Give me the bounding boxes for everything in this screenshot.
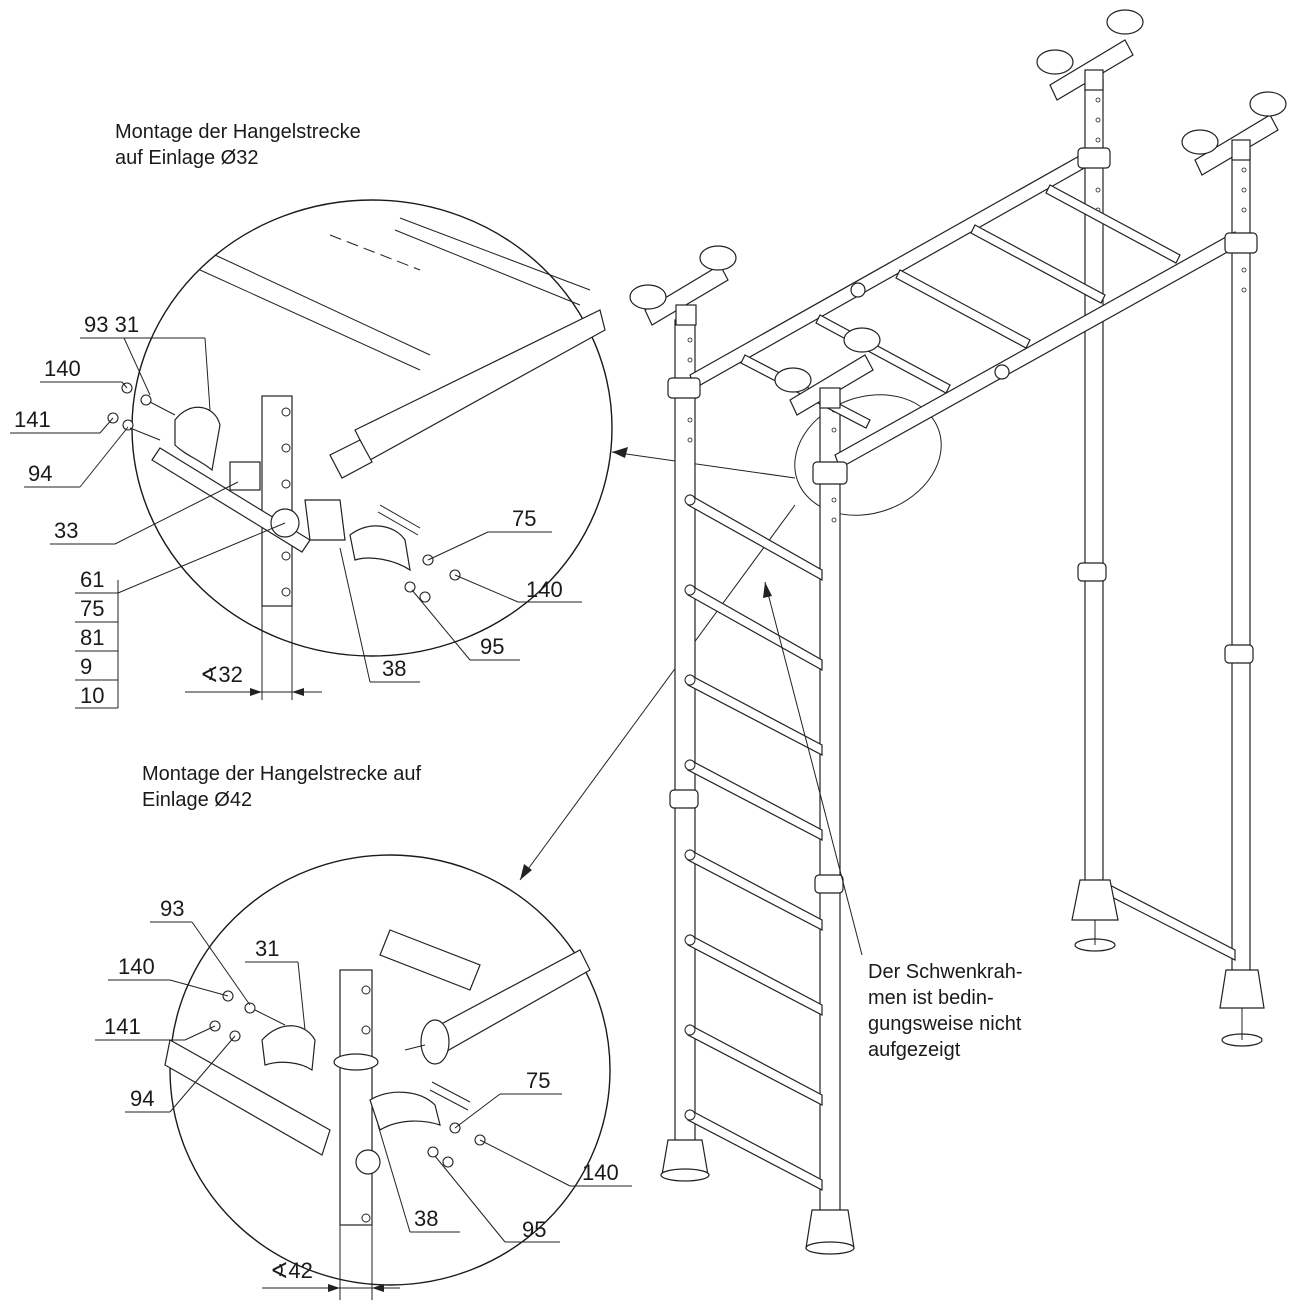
- wall-bars-frame: [629, 9, 1287, 1255]
- label-94-bottom: 94: [130, 1086, 154, 1111]
- note-line-4: aufgezeigt: [868, 1039, 961, 1061]
- label-140-top-right: 140: [526, 577, 563, 602]
- label-141-top: 141: [14, 407, 51, 432]
- label-140-top-left: 140: [44, 356, 81, 381]
- label-31-bottom: 31: [255, 936, 279, 961]
- label-95-top: 95: [480, 634, 504, 659]
- caption-bottom-line-1: Montage der Hangelstrecke auf: [142, 763, 421, 785]
- label-61: 61: [80, 567, 104, 592]
- detail-circle-top: [107, 199, 796, 657]
- dimension-32: ∢32: [200, 662, 243, 687]
- label-93-bottom: 93: [160, 896, 184, 921]
- label-10: 10: [80, 683, 104, 708]
- note-line-3: gungsweise nicht: [868, 1013, 1022, 1035]
- top-detail-callouts: 93 31 140 141 94 33 61 75 81 9 10 75 140: [10, 312, 582, 709]
- label-140-bottom-right: 140: [582, 1160, 619, 1185]
- note-line-1: Der Schwenkrah-: [868, 961, 1023, 983]
- label-94-top: 94: [28, 461, 52, 486]
- label-141-bottom: 141: [104, 1014, 141, 1039]
- caption-bottom-line-2: Einlage Ø42: [142, 789, 252, 811]
- note-line-2: men ist bedin-: [868, 987, 994, 1009]
- caption-detail-top: Montage der Hangelstrecke auf Einlage Ø3…: [115, 121, 361, 169]
- label-38-top: 38: [382, 656, 406, 681]
- note-swing-frame: Der Schwenkrah- men ist bedin- gungsweis…: [868, 961, 1023, 1061]
- label-140-bottom-left: 140: [118, 954, 155, 979]
- label-33: 33: [54, 518, 78, 543]
- label-93-31: 93 31: [84, 312, 139, 337]
- label-95-bottom: 95: [522, 1217, 546, 1242]
- label-75-bottom: 75: [526, 1068, 550, 1093]
- label-9: 9: [80, 654, 92, 679]
- caption-detail-bottom: Montage der Hangelstrecke auf Einlage Ø4…: [142, 763, 421, 811]
- bottom-detail-callouts: 93 31 140 141 94 75 140 38 95 ∢42: [95, 896, 632, 1300]
- caption-top-line-1: Montage der Hangelstrecke: [115, 121, 361, 143]
- label-81: 81: [80, 625, 104, 650]
- label-75-stack: 75: [80, 596, 104, 621]
- label-75-right: 75: [512, 506, 536, 531]
- label-38-bottom: 38: [414, 1206, 438, 1231]
- caption-top-line-2: auf Einlage Ø32: [115, 147, 258, 169]
- dimension-42: ∢42: [270, 1258, 313, 1283]
- detail-circle-bottom: [164, 504, 796, 1286]
